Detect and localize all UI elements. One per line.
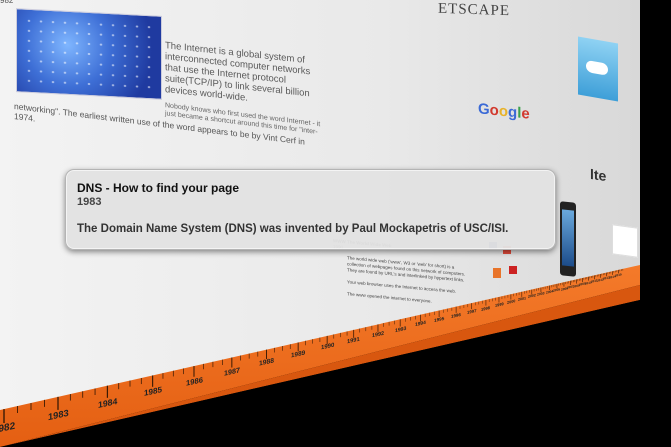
tooltip-description: The Domain Name System (DNS) was invente… bbox=[77, 223, 509, 235]
ruler-ticks bbox=[3, 268, 624, 424]
event-tooltip[interactable]: DNS - How to find your page 1983 The Dom… bbox=[65, 169, 556, 250]
tooltip-title: DNS - How to find your page bbox=[77, 181, 239, 195]
cloud-image bbox=[578, 36, 618, 102]
netscape-logo-text: ETSCAPE bbox=[438, 0, 511, 20]
tooltip-year: 1983 bbox=[77, 196, 102, 208]
ruler-band bbox=[0, 265, 640, 447]
internet-network-image bbox=[16, 8, 162, 100]
screenshot-thumbnail bbox=[612, 224, 638, 258]
iphone-image bbox=[560, 201, 576, 277]
lte-logo: lte bbox=[590, 165, 607, 185]
top-year-label: 982 bbox=[0, 0, 14, 5]
